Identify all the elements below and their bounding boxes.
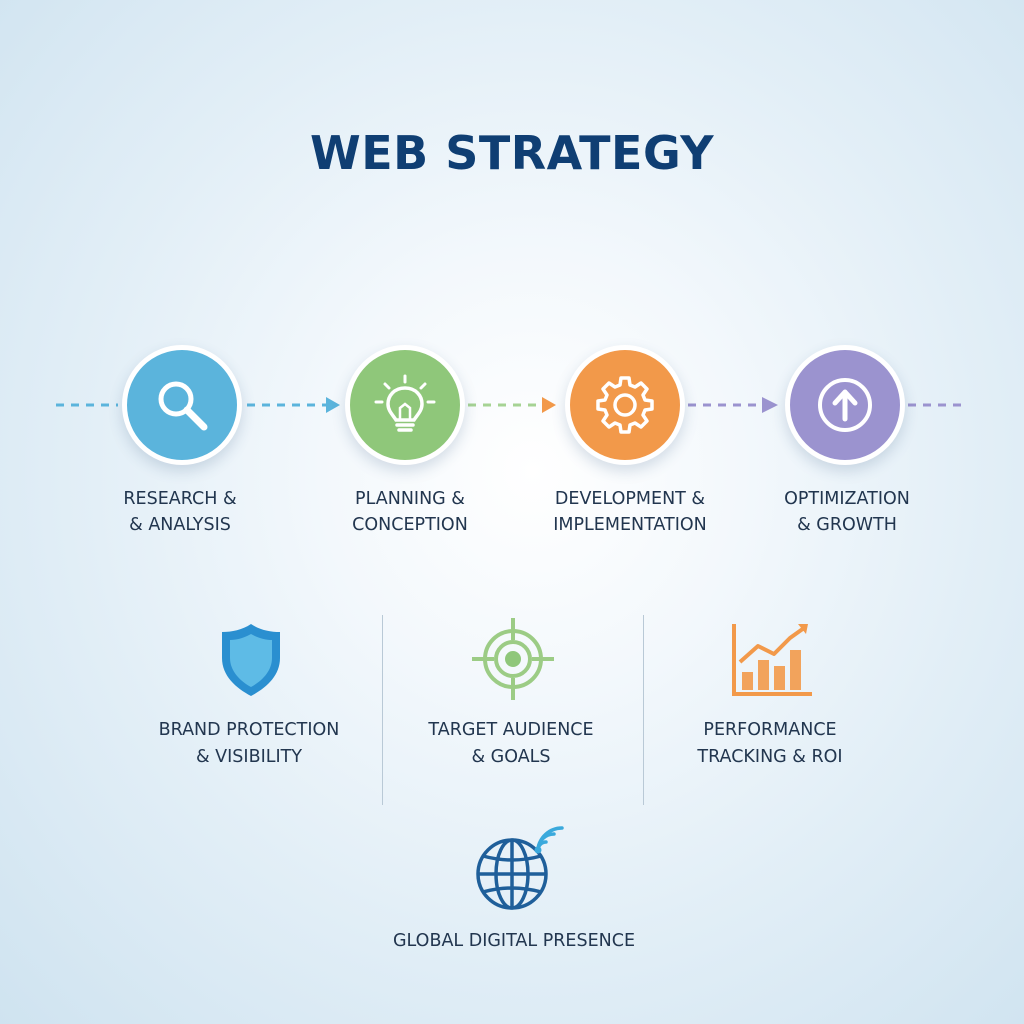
shield-icon [222,624,280,696]
step-planning-label: PLANNING & CONCEPTION [300,486,520,538]
step-optimization-circle [785,345,905,465]
step-research-label-line2: & ANALYSIS [129,515,231,535]
step-research-circle [122,345,242,465]
feature-target-label-line1: TARGET AUDIENCE [428,720,594,740]
feature-brand-label: BRAND PROTECTION & VISIBILITY [119,717,379,771]
step-development-label-line1: DEVELOPMENT & [554,489,706,509]
step-research-label-line1: RESEARCH & [123,489,237,509]
feature-target-label: TARGET AUDIENCE & GOALS [381,717,641,771]
connector-3-4-arrowhead [762,397,778,413]
feature-brand-label-line1: BRAND PROTECTION [158,720,340,740]
bottom-label: GLOBAL DIGITAL PRESENCE [392,931,636,951]
feature-performance-label: PERFORMANCE TRACKING & ROI [640,717,900,771]
gear-icon [596,376,654,434]
step-development-label-line2: IMPLEMENTATION [553,515,707,535]
feature-brand-label-line2: & VISIBILITY [195,747,303,767]
step-planning-label-line2: CONCEPTION [352,515,468,535]
feature-performance-label-line1: PERFORMANCE [703,720,837,740]
magnifier-icon [158,381,208,431]
signal-icon [536,826,564,852]
step-optimization-label: OPTIMIZATION & GROWTH [737,486,957,538]
feature-divider-right [643,615,644,805]
step-optimization-label-line1: OPTIMIZATION [784,489,910,509]
bar-chart-icon [732,624,812,696]
step-planning-label-line1: PLANNING & [355,489,465,509]
arrow-up-icon [818,378,872,432]
step-optimization-label-line2: & GROWTH [797,515,897,535]
step-development-label: DEVELOPMENT & IMPLEMENTATION [520,486,740,538]
target-icon [472,618,554,700]
feature-target-label-line2: & GOALS [471,747,551,767]
page-title: WEB STRATEGY [309,126,715,180]
step-research-label: RESEARCH & & ANALYSIS [70,486,290,538]
step-planning-circle [345,345,465,465]
step-development-circle [565,345,685,465]
feature-performance-label-line2: TRACKING & ROI [697,747,843,767]
globe-icon [476,826,564,910]
lightbulb-icon [374,374,436,432]
connector-1-2-arrowhead [326,397,340,413]
feature-divider-left [382,615,383,805]
connector-2-3-arrowhead [542,397,556,413]
